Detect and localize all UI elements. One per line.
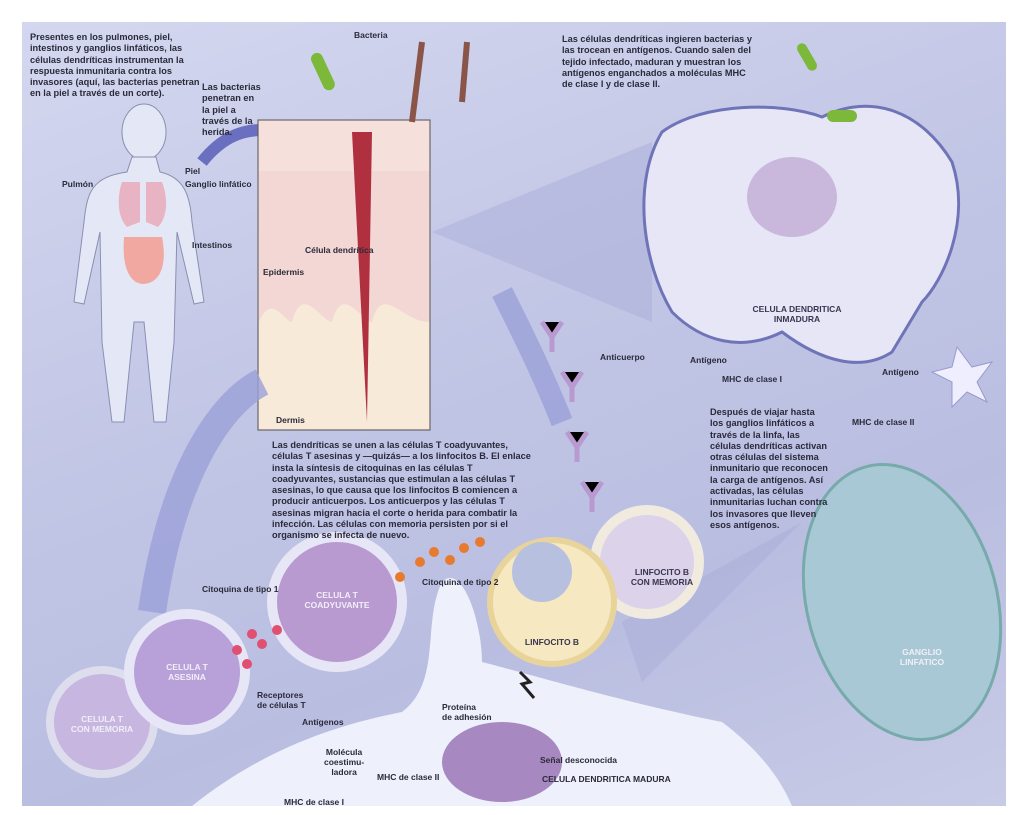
label-senal-desconocida: Señal desconocida (540, 755, 617, 765)
label-mhc1-bottom: MHC de clase I (284, 797, 344, 806)
lymph-node-text: Después de viajar hasta los ganglios lin… (710, 407, 828, 530)
bacterium (827, 110, 857, 122)
intro-text: Presentes en los pulmones, piel, intesti… (30, 32, 200, 99)
human-body-figure (73, 103, 205, 423)
ingest-text: Las células dendríticas ingieren bacteri… (562, 34, 752, 90)
antibodies (539, 320, 605, 512)
label-dermis: Dermis (276, 415, 305, 425)
skin-cross-section (257, 41, 470, 431)
dendritic-cell-star (930, 345, 994, 409)
wound (352, 132, 372, 422)
nucleus (442, 722, 562, 802)
caption-linfocito-b: LINFOCITO B (524, 637, 580, 647)
label-citoquina-1: Citoquina de tipo 1 (202, 584, 279, 594)
caption-ganglio: GANGLIO LINFATICO (899, 647, 945, 667)
label-celula-madura: CELULA DENDRITICA MADURA (542, 774, 671, 784)
label-antigenos: Antígenos (302, 717, 344, 727)
bacteria-enter-text: Las bacterias penetran en la piel a trav… (202, 82, 261, 138)
label-proteina-adhesion: Proteína de adhesión (442, 702, 492, 722)
label-epidermis: Epidermis (263, 267, 305, 277)
label-molecula-coestimuladora: Molécula coestimu- ladora (324, 747, 365, 777)
caption-t-coadyuvante: CELULA T COADYUVANTE (304, 590, 370, 610)
lymph-node (801, 463, 1003, 741)
unknown-signal-bolt (518, 670, 536, 699)
cytokines-type-1 (232, 625, 282, 669)
label-ganglio: Ganglio linfático (185, 179, 252, 189)
intestines (123, 237, 164, 284)
illustration-graphics (46, 41, 1003, 806)
label-mhc2-top: MHC de clase II (852, 417, 915, 427)
label-piel: Piel (185, 166, 201, 176)
helper-t-cell (267, 532, 407, 672)
lungs (118, 182, 167, 227)
label-citoquina-2: Citoquina de tipo 2 (422, 577, 499, 587)
bacterium (797, 43, 817, 71)
label-receptores: Receptores de células T (257, 690, 306, 710)
arrow-to-skin (197, 124, 263, 166)
label-antigeno-1: Antígeno (690, 355, 727, 365)
label-bacteria: Bacteria (354, 30, 388, 40)
label-anticuerpo: Anticuerpo (600, 352, 645, 362)
bacterium (310, 52, 335, 91)
label-mhc2-bottom: MHC de clase II (377, 772, 440, 782)
nucleus (747, 157, 837, 237)
label-pulmon: Pulmón (62, 179, 94, 189)
caption-linfocito-b-memoria: LINFOCITO B CON MEMORIA (630, 567, 694, 587)
caption-t-memoria: CELULA T CON MEMORIA (70, 714, 134, 734)
label-antigeno-2: Antígeno (882, 367, 919, 377)
label-celula-dendritica: Célula dendrítica (305, 245, 374, 255)
caption-inmadura: CELULA DENDRITICA INMADURA (752, 304, 842, 324)
binding-text: Las dendríticas se unen a las células T … (272, 440, 531, 541)
caption-t-asesina: CELULA T ASESINA (166, 662, 208, 682)
nucleus (512, 542, 572, 602)
immune-response-illustration: Presentes en los pulmones, piel, intesti… (22, 22, 1006, 806)
label-intestinos: Intestinos (192, 240, 233, 250)
mature-dendritic-cell (192, 578, 792, 806)
killer-t-cell (124, 609, 250, 735)
label-mhc1-top: MHC de clase I (722, 374, 782, 384)
cytokines-type-2 (395, 537, 485, 582)
